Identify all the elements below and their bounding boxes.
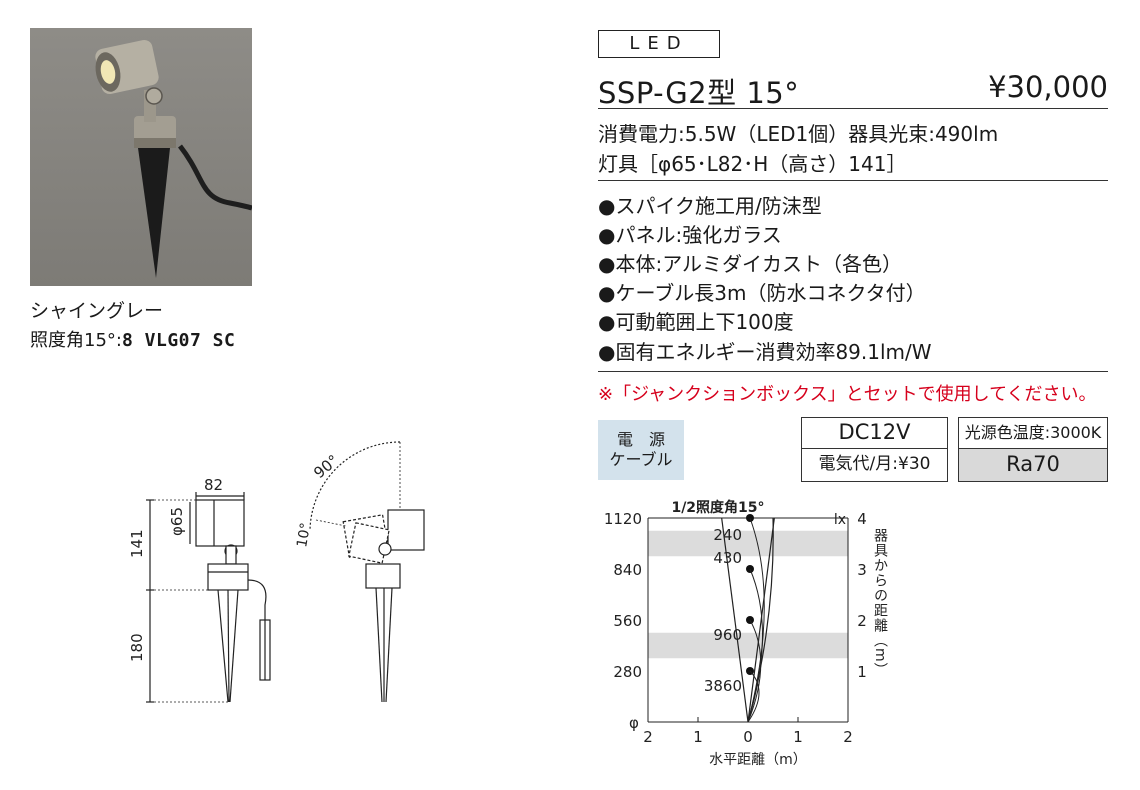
beam-code-line: 照度角15°:8 VLG07 SC xyxy=(30,326,235,352)
dim-spike-length: 180 xyxy=(128,633,146,662)
chart-left-tick-label: 280 xyxy=(613,663,642,681)
chart-right-tick-label: 2 xyxy=(857,612,867,630)
beam-angle-label: 照度角15°: xyxy=(30,330,122,351)
lux-curve xyxy=(747,619,762,723)
chart-beam xyxy=(721,514,775,723)
lux-label: 3860 xyxy=(704,677,742,695)
voltage-box: DC12V xyxy=(801,417,948,449)
beam-code: 8 VLG07 SC xyxy=(121,330,236,351)
feature-item: ●スパイク施工用/防沫型 xyxy=(598,194,822,218)
feature-item: ●ケーブル長3m（防水コネクタ付） xyxy=(598,281,926,305)
lux-label: 240 xyxy=(713,526,742,544)
dim-head-height: 141 xyxy=(128,529,146,558)
power-label-line1: 電 源 xyxy=(616,430,665,449)
chart-title: 1/2照度角15° xyxy=(671,499,764,516)
price: ¥30,000 xyxy=(988,70,1108,104)
chart-xlabel: 水平距離（m） xyxy=(709,751,807,768)
chart-unit-label: lx xyxy=(834,512,846,528)
lux-curve xyxy=(747,517,765,723)
chart-right-tick-label: 1 xyxy=(857,663,867,681)
model-name: SSP-G2型 15° xyxy=(598,76,800,110)
chart-right-tick-label: 3 xyxy=(857,561,867,579)
dim-diameter: φ65 xyxy=(168,507,186,536)
feature-divider xyxy=(598,371,1108,372)
spec-divider xyxy=(598,180,1108,181)
dim-tilt-up: 90° xyxy=(310,451,342,482)
junction-box-note: ※「ジャンクションボックス」とセットで使用してください。 xyxy=(598,384,1097,405)
power-cable-label: 電 源 ケーブル xyxy=(598,420,684,480)
lux-label: 430 xyxy=(713,549,742,567)
color-name: シャイングレー xyxy=(30,300,164,322)
feature-item: ●パネル:強化ガラス xyxy=(598,223,782,247)
chart-left-tick-label: 560 xyxy=(613,612,642,630)
ra-box: Ra70 xyxy=(958,449,1108,482)
feature-item: ●固有エネルギー消費効率89.1lm/W xyxy=(598,340,932,364)
chart-right-tick-label: 4 xyxy=(857,510,867,528)
chart-left-tick-label: 1120 xyxy=(604,510,642,528)
header-divider xyxy=(598,108,1108,109)
beam-edge-right xyxy=(747,517,775,723)
chart-x-tick-label: 1 xyxy=(793,728,803,746)
dimension-drawing: 82 φ65 141 180 90° 10° xyxy=(128,441,425,703)
chart-ylabel: 器具からの距離（m） xyxy=(872,528,888,678)
lux-label: 960 xyxy=(713,626,742,644)
chart-x-tick-label: 0 xyxy=(743,728,753,746)
chart-bands xyxy=(648,530,848,659)
dim-width: 82 xyxy=(204,476,223,494)
spec-dimensions: 灯具［φ65･L82･H（高さ）141］ xyxy=(598,152,907,176)
chart-x-tick-label: 2 xyxy=(643,728,653,746)
chart-labels: 2 1 0 1 2 1120 4 840 3 560 2 280 1 240 430 960 3860 1/2照度… xyxy=(604,499,888,768)
illuminance-chart: 2 1 0 1 2 1120 4 840 3 560 2 280 1 240 430 960 3860 1/2照度… xyxy=(604,499,888,768)
chart-origin-label: φ xyxy=(629,714,639,732)
electricity-fee-box: 電気代/月:¥30 xyxy=(801,449,948,482)
chart-x-tick-label: 2 xyxy=(843,728,853,746)
spec-power: 消費電力:5.5W（LED1個）器具光束:490lm xyxy=(598,122,999,146)
chart-left-tick-label: 840 xyxy=(613,561,642,579)
feature-item: ●本体:アルミダイカスト（各色） xyxy=(598,252,902,276)
chart-band xyxy=(648,530,848,557)
spotlight-photo-illustration xyxy=(95,39,252,278)
power-label-line2: ケーブル xyxy=(609,450,673,469)
product-photo xyxy=(30,28,252,286)
chart-x-tick-label: 1 xyxy=(693,728,703,746)
feature-item: ●可動範囲上下100度 xyxy=(598,310,794,334)
lux-curve xyxy=(747,670,760,723)
beam-edge-left xyxy=(721,517,749,723)
color-temp-box: 光源色温度:3000K xyxy=(958,417,1108,449)
chart-band xyxy=(648,632,848,659)
lux-curve xyxy=(747,568,763,723)
dim-tilt-down: 10° xyxy=(294,521,314,548)
led-tag: LED xyxy=(598,30,720,58)
